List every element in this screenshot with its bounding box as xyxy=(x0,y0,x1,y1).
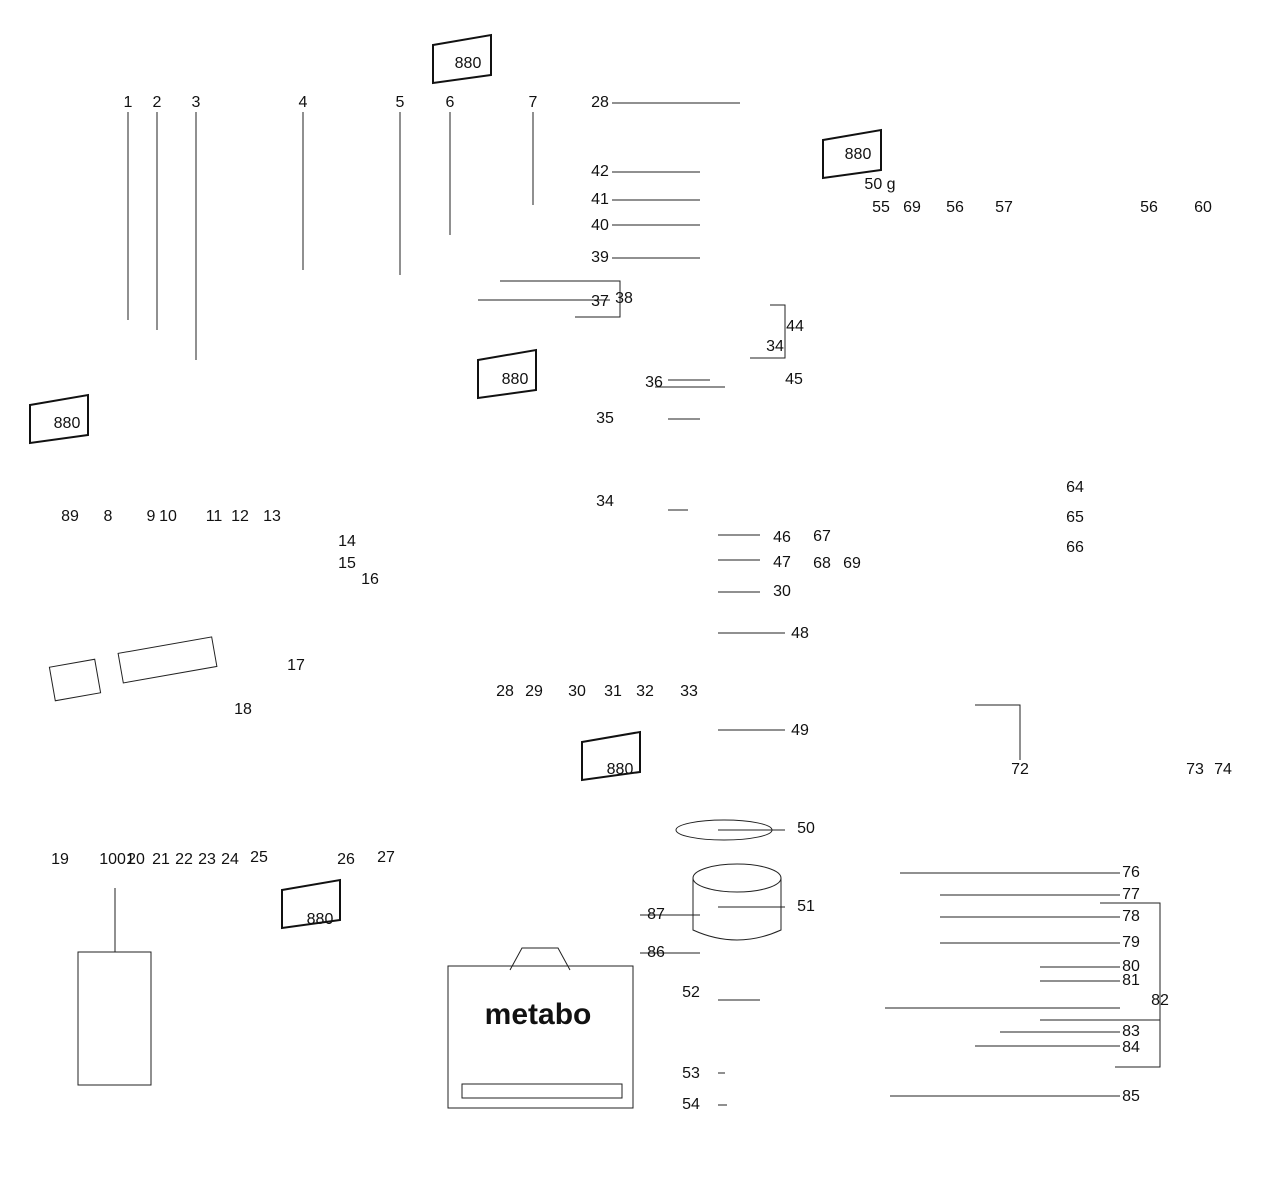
part-label: 56 xyxy=(946,199,964,216)
part-label: 30 xyxy=(568,683,586,700)
part-label: 51 xyxy=(797,898,815,915)
part-label: 22 xyxy=(175,851,193,868)
grease-tube-label: 880 xyxy=(454,55,482,72)
part-label: 8 xyxy=(103,508,113,525)
part-label: 24 xyxy=(221,851,239,868)
part-label: 36 xyxy=(645,374,663,391)
part-label: 44 xyxy=(786,318,804,335)
part-label: 30 xyxy=(773,583,791,600)
part-label: 29 xyxy=(525,683,543,700)
part-label: 19 xyxy=(51,851,69,868)
part-label: 66 xyxy=(1066,539,1084,556)
part-label: 60 xyxy=(1194,199,1212,216)
part-label: 65 xyxy=(1066,509,1084,526)
part-label: 86 xyxy=(647,944,665,961)
part-label: 20 xyxy=(127,851,145,868)
part-label: 87 xyxy=(647,906,665,923)
grease-tube-label: 880 xyxy=(606,761,634,778)
part-label: 11 xyxy=(205,508,223,525)
grease-tubes xyxy=(29,33,882,930)
part-label: 27 xyxy=(377,849,395,866)
part-label: 53 xyxy=(682,1065,700,1082)
part-label: 28 xyxy=(591,94,609,111)
part-label: 76 xyxy=(1122,864,1140,881)
part-label: 48 xyxy=(791,625,809,642)
part-label: 10 xyxy=(159,508,177,525)
part-label: 32 xyxy=(636,683,654,700)
part-label: 67 xyxy=(813,528,831,545)
part-label: 1 xyxy=(123,94,133,111)
part-label: 84 xyxy=(1122,1039,1140,1056)
part-label: 85 xyxy=(1122,1088,1140,1105)
part-label: 74 xyxy=(1214,761,1232,778)
part-label: 5 xyxy=(395,94,405,111)
grease-tube-label: 880 xyxy=(844,146,872,163)
part-label: 2 xyxy=(152,94,162,111)
part-label: 12 xyxy=(231,508,249,525)
part-label: 49 xyxy=(791,722,809,739)
part-label: 83 xyxy=(1122,1023,1140,1040)
part-label: 33 xyxy=(680,683,698,700)
part-label: 4 xyxy=(298,94,308,111)
part-label: 42 xyxy=(591,163,609,180)
part-label: 79 xyxy=(1122,934,1140,951)
part-label: 21 xyxy=(152,851,170,868)
part-label: 3 xyxy=(191,94,201,111)
grease-tube-label: 880 xyxy=(306,911,334,928)
part-label: 55 xyxy=(872,199,890,216)
part-label: 52 xyxy=(682,984,700,1001)
grease-tube-label: 880 xyxy=(501,371,529,388)
part-label: 34 xyxy=(766,338,784,355)
part-label: 16 xyxy=(361,571,379,588)
part-label: 64 xyxy=(1066,479,1084,496)
part-label: 25 xyxy=(250,849,268,866)
part-label: 39 xyxy=(591,249,609,266)
part-label: 34 xyxy=(596,493,614,510)
part-label: 54 xyxy=(682,1096,700,1113)
part-label: 82 xyxy=(1151,992,1169,1009)
part-label: 38 xyxy=(615,290,633,307)
part-label: 81 xyxy=(1122,972,1140,989)
part-label: 72 xyxy=(1011,761,1029,778)
part-label: 46 xyxy=(773,529,791,546)
part-label: 69 xyxy=(903,199,921,216)
part-label: 15 xyxy=(338,555,356,572)
part-label: 50 xyxy=(797,820,815,837)
part-label: 41 xyxy=(591,191,609,208)
grease-amount: 50 g xyxy=(864,176,896,193)
part-label: 45 xyxy=(785,371,803,388)
part-label: 57 xyxy=(995,199,1013,216)
part-label: 37 xyxy=(591,293,609,310)
part-label: 40 xyxy=(591,217,609,234)
part-label: 56 xyxy=(1140,199,1158,216)
part-label: 9 xyxy=(146,508,156,525)
part-label: 78 xyxy=(1122,908,1140,925)
part-label: 35 xyxy=(596,410,614,427)
part-label: 23 xyxy=(198,851,216,868)
part-label: 31 xyxy=(604,683,622,700)
part-label: 7 xyxy=(528,94,538,111)
brand-logo: metabo xyxy=(484,998,592,1031)
part-label: 17 xyxy=(287,657,305,674)
part-label: 18 xyxy=(234,701,252,718)
part-label: 6 xyxy=(445,94,455,111)
part-label: 28 xyxy=(496,683,514,700)
part-label: 13 xyxy=(263,508,281,525)
part-label: 80 xyxy=(1122,958,1140,975)
part-label: 1001 xyxy=(99,851,135,868)
part-label: 26 xyxy=(337,851,355,868)
part-label: 77 xyxy=(1122,886,1140,903)
part-label: 89 xyxy=(61,508,79,525)
part-label: 47 xyxy=(773,554,791,571)
part-label: 68 xyxy=(813,555,831,572)
part-label: 14 xyxy=(338,533,356,550)
part-label: 69 xyxy=(843,555,861,572)
grease-tube-label: 880 xyxy=(53,415,81,432)
part-label: 73 xyxy=(1186,761,1204,778)
